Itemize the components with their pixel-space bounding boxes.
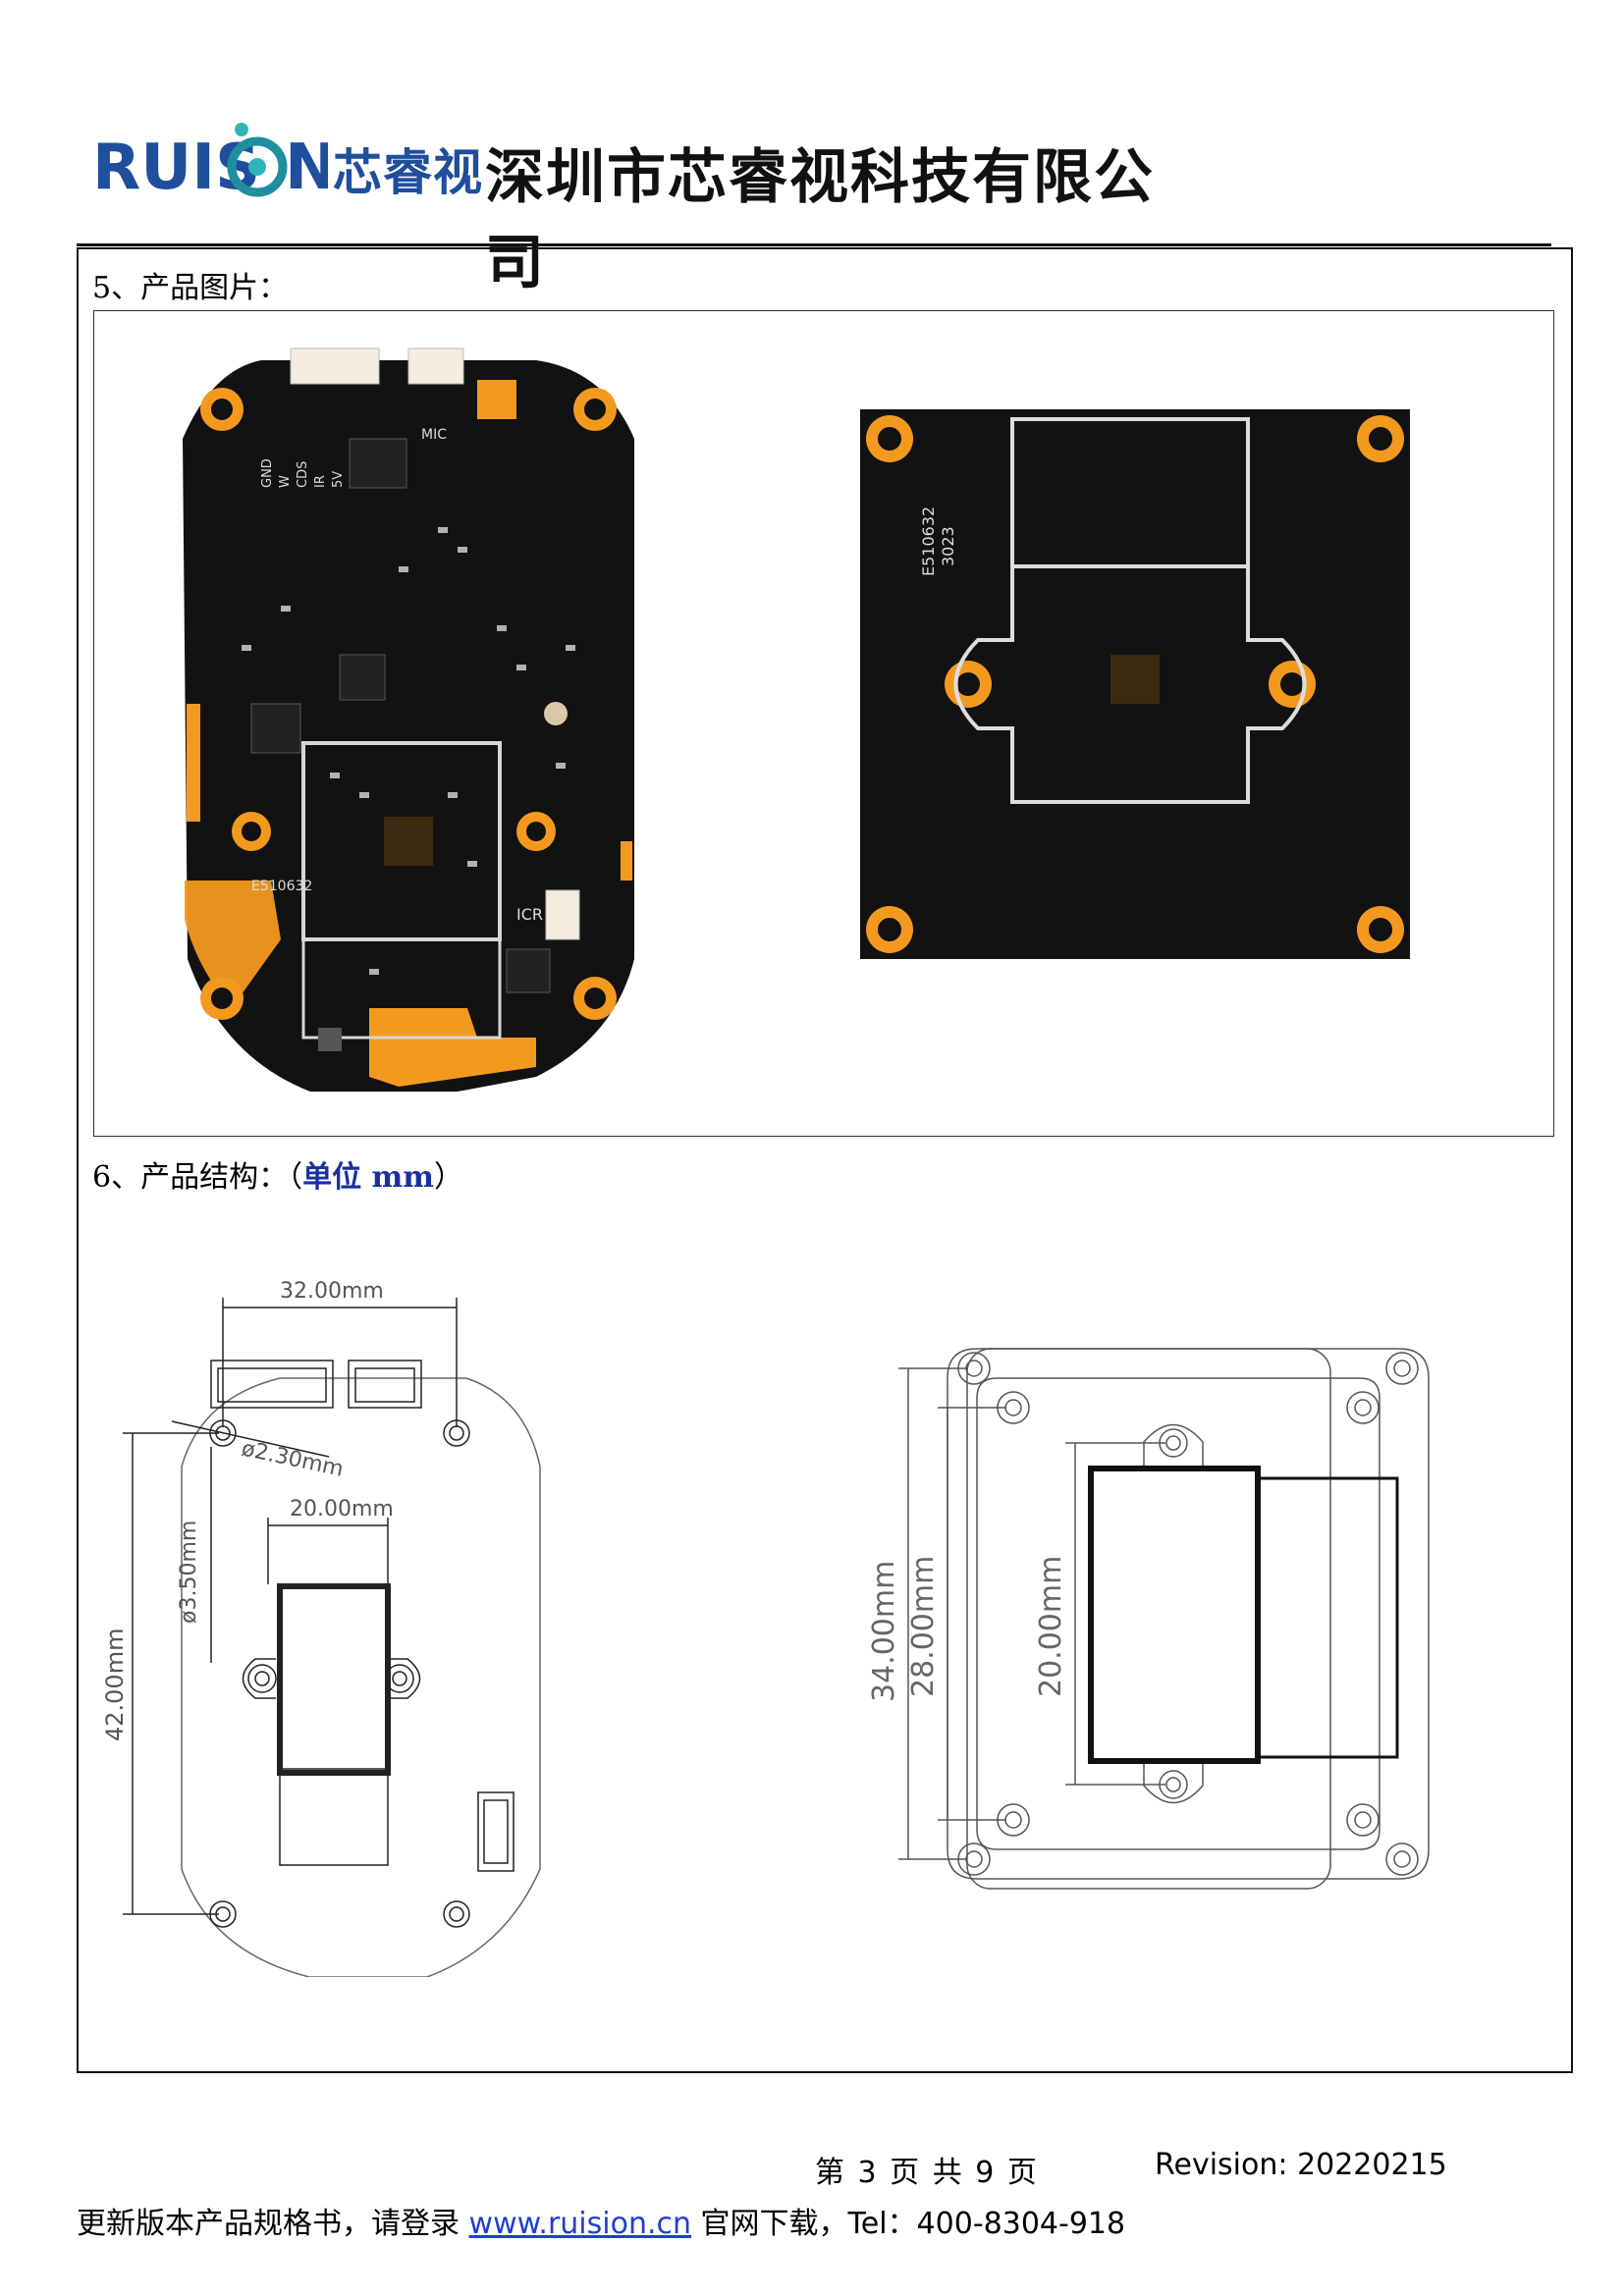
svg-text:GND: GND <box>260 458 275 488</box>
footer-note-suffix: 官网下载，Tel：400-8304-918 <box>691 2207 1126 2241</box>
header-divider <box>77 243 1551 246</box>
section6-title-text: 6、产品结构：（ <box>92 1160 303 1195</box>
silk-back-code: E510632 <box>919 507 938 576</box>
pcb-back-image: E510632 3023 <box>860 409 1410 959</box>
footer-note-prefix: 更新版本产品规格书，请登录 <box>77 2207 469 2241</box>
revision: Revision: 20220215 <box>1155 2148 1447 2182</box>
product-photo-box: MIC ICR E510632 GND W CDS IR 5V <box>93 310 1554 1137</box>
svg-text:CDS: CDS <box>296 461 310 488</box>
silk-back-num: 3023 <box>939 526 957 566</box>
drawing-right <box>898 1348 1430 1890</box>
silk-mic: MIC <box>421 427 447 443</box>
company-name: 深圳市芯睿视科技有限公司 <box>485 143 1155 297</box>
svg-text:N: N <box>285 132 328 204</box>
footer-note: 更新版本产品规格书，请登录 www.ruision.cn 官网下载，Tel：40… <box>77 2199 1125 2242</box>
dim-outer: 34.00mm <box>867 1561 901 1702</box>
website-link[interactable]: www.ruision.cn <box>468 2207 691 2241</box>
svg-text:5V: 5V <box>331 471 346 488</box>
structure-drawing: 32.00mm ø2.30mm 20.00mm ø3.50mm 42.00mm <box>101 1279 1430 1977</box>
drawing-left <box>123 1298 541 1977</box>
dim-lens-right: 20.00mm <box>1034 1556 1068 1697</box>
silk-icr: ICR <box>516 905 543 924</box>
section6-title-end: ） <box>434 1160 464 1195</box>
dim-lens-left: 20.00mm <box>290 1497 394 1522</box>
dim-width: 32.00mm <box>280 1279 384 1304</box>
page-header: RUIS N 芯睿视 深圳市芯睿视科技有限公司 <box>92 110 1172 297</box>
dim-inner: 28.00mm <box>906 1556 941 1697</box>
section5-title: 5、产品图片： <box>92 271 289 305</box>
logo-chinese: 芯睿视 <box>333 144 483 201</box>
dim-offset: ø3.50mm <box>177 1521 201 1624</box>
section6-title: 6、产品结构：（单位 mm） <box>92 1152 463 1196</box>
dim-hole: ø2.30mm <box>240 1436 346 1481</box>
section6-unit: 单位 mm <box>302 1160 435 1195</box>
pcb-front-image: MIC ICR E510632 GND W CDS IR 5V <box>183 347 634 1092</box>
silk-code: E510632 <box>251 879 312 894</box>
ruision-logo: RUIS N <box>92 123 328 204</box>
content-frame: 5、产品图片： <box>77 247 1573 2073</box>
svg-text:IR: IR <box>313 475 328 488</box>
dim-height: 42.00mm <box>101 1629 129 1741</box>
svg-text:W: W <box>278 475 293 488</box>
page-number: 第 3 页 共 9 页 <box>815 2156 1039 2190</box>
